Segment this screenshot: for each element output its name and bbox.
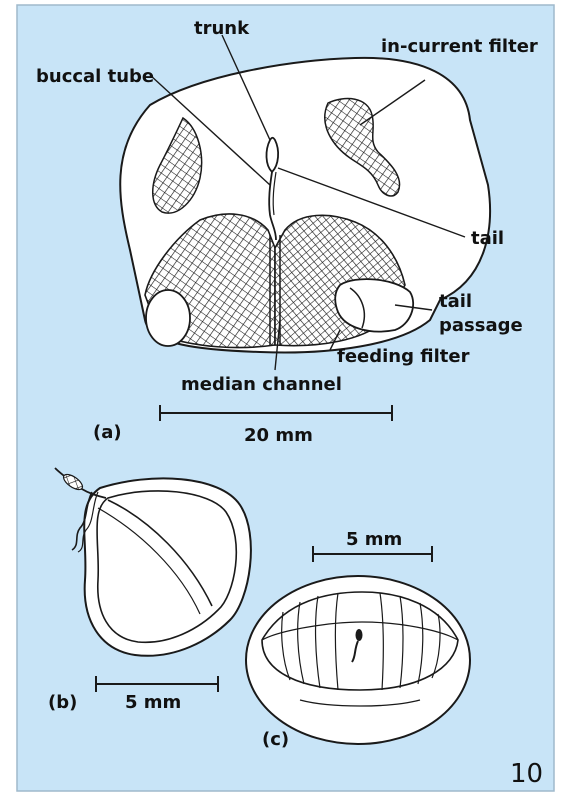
animal-trunk	[266, 138, 278, 172]
label-feeding-filter: feeding filter	[337, 346, 470, 367]
page-number: 10	[510, 759, 543, 789]
label-panel-b: (b)	[48, 692, 77, 713]
label-scale-c: 5 mm	[346, 529, 402, 550]
label-panel-c: (c)	[262, 729, 289, 750]
label-median-channel: median channel	[181, 374, 342, 395]
label-panel-a: (a)	[93, 422, 122, 443]
label-tail-passage-line1: tail	[439, 291, 472, 312]
tail-passage-left	[146, 290, 190, 346]
label-scale-a: 20 mm	[244, 425, 313, 446]
label-tail-passage-line2: passage	[439, 315, 523, 336]
label-buccal-tube: buccal tube	[36, 66, 154, 87]
animal-c-trunk	[356, 629, 363, 641]
label-trunk: trunk	[194, 18, 250, 39]
label-tail: tail	[471, 228, 504, 249]
label-scale-b: 5 mm	[125, 692, 181, 713]
label-in-current-filter: in-current filter	[381, 36, 538, 57]
